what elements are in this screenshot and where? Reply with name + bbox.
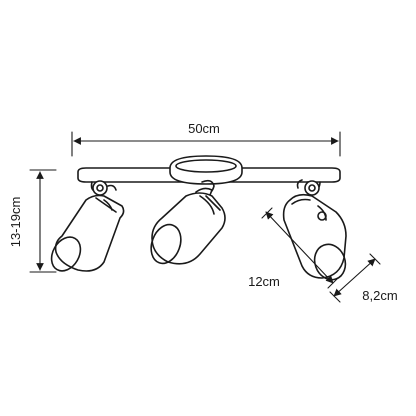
center-spotlight: [150, 179, 226, 265]
mounting-bar: [77, 155, 341, 185]
left-spotlight: [50, 180, 125, 272]
shade-diameter-label: 8,2cm: [362, 288, 397, 303]
right-spotlight: [282, 179, 347, 281]
shade-length-dimension: 12cm: [248, 207, 339, 289]
height-label: 13-19cm: [8, 197, 23, 248]
width-dimension: 50cm: [71, 121, 341, 157]
width-label: 50cm: [188, 121, 220, 136]
shade-diameter-dimension: 8,2cm: [329, 253, 398, 303]
shade-length-label: 12cm: [248, 274, 280, 289]
height-dimension: 13-19cm: [8, 169, 57, 273]
